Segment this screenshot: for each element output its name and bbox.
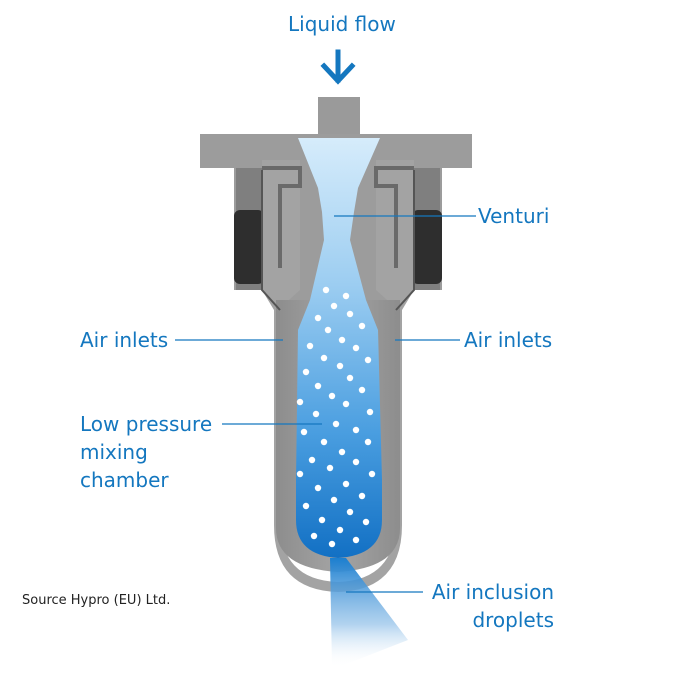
air-inclusion-droplets-label: Air inclusion droplets [428, 578, 554, 634]
bubble [314, 484, 322, 492]
bubble [330, 302, 338, 310]
bubble [338, 448, 346, 456]
bubble [310, 532, 318, 540]
bubble [320, 438, 328, 446]
liquid-channel [296, 138, 382, 558]
bubble [368, 470, 376, 478]
bubble [352, 458, 360, 466]
bubble [346, 374, 354, 382]
label-line: Air inclusion [431, 580, 554, 604]
bubble [314, 314, 322, 322]
body-shadow-right [395, 170, 415, 311]
bubble [296, 398, 304, 406]
bubble [302, 368, 310, 376]
air-bubbles [296, 286, 376, 548]
arrow-down-icon [320, 49, 356, 85]
bubble [328, 392, 336, 400]
bubble [306, 342, 314, 350]
bubble [322, 286, 330, 294]
bubble [358, 492, 366, 500]
insert-notch-right [374, 166, 414, 268]
bubble [300, 428, 308, 436]
bubble [326, 464, 334, 472]
seal-right [412, 210, 442, 284]
bubble [302, 502, 310, 510]
bubble [336, 362, 344, 370]
bubble [352, 536, 360, 544]
insert-notch-left [262, 166, 302, 268]
bubble [330, 496, 338, 504]
body-shadow-left [261, 170, 281, 311]
label-line: chamber [80, 468, 169, 492]
bubble [346, 310, 354, 318]
air-inlets-right-label: Air inlets [464, 328, 553, 352]
bubble [318, 516, 326, 524]
venturi-label: Venturi [478, 204, 550, 228]
spray-cone [330, 558, 408, 668]
air-inlets-left-label: Air inlets [80, 328, 169, 352]
label-line: droplets [472, 608, 554, 632]
bubble [336, 526, 344, 534]
inlet-stub [318, 97, 360, 139]
bubble [366, 408, 374, 416]
bubble [338, 336, 346, 344]
bubble [328, 540, 336, 548]
bubble [324, 326, 332, 334]
label-line: mixing [80, 440, 148, 464]
bubble [314, 382, 322, 390]
bubble [296, 470, 304, 478]
bubble [358, 386, 366, 394]
bubble [352, 344, 360, 352]
bubble [320, 354, 328, 362]
low-pressure-mixing-chamber-label: Low pressure mixing chamber [80, 410, 212, 494]
bubble [342, 400, 350, 408]
bubble [364, 438, 372, 446]
label-line: Low pressure [80, 412, 213, 436]
liquid-flow-label: Liquid flow [288, 12, 396, 36]
bubble [308, 456, 316, 464]
seal-left [234, 210, 264, 284]
nozzle-insert [262, 160, 414, 592]
bubble [332, 420, 340, 428]
bubble [346, 508, 354, 516]
bubble [352, 426, 360, 434]
bubble [358, 322, 366, 330]
bubble [362, 518, 370, 526]
bubble [342, 480, 350, 488]
source-note: Source Hypro (EU) Ltd. [22, 593, 171, 608]
bubble [342, 292, 350, 300]
bubble [312, 410, 320, 418]
bubble [364, 356, 372, 364]
